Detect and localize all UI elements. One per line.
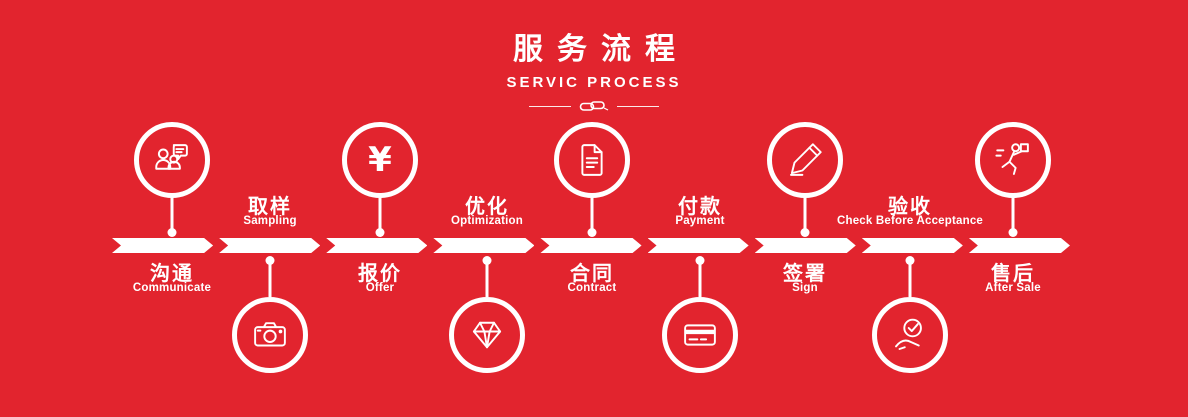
yuan-glyph: ¥ [368,140,392,180]
step-label-en: Contract [567,282,617,294]
divider-line [617,106,659,107]
connector-line [803,196,807,230]
step-label-en: Communicate [132,282,212,294]
timeline-dot [1008,228,1018,237]
arrow-segment [219,238,320,253]
connector-line [170,196,174,230]
timeline-dot [482,256,492,265]
step-label-zh: 售后 [991,263,1035,285]
step-sign: 签署 Sign [705,0,905,417]
step-label-en: After Sale [985,282,1041,294]
arrow-segment [755,238,856,253]
step-label-en: Sign [792,282,818,294]
yuan-icon: ¥ [342,122,418,198]
connector-line [590,196,594,230]
hand-check-icon [872,297,948,373]
step-acceptance: 验收 Check Before Acceptance [810,0,1010,417]
divider-line [529,106,571,107]
timeline-dot [587,228,597,237]
arrow-segment [862,238,963,253]
arrow-segment [540,238,641,253]
process-arrow-band [112,238,1070,253]
step-label-en: Sampling [243,215,297,227]
timeline-dot [905,256,915,265]
arrow-segment [433,238,534,253]
step-label-en: Check Before Acceptance [836,215,984,227]
step-label-en: Optimization [450,215,524,227]
timeline-dot [375,228,385,237]
arrow-segment [969,238,1070,253]
page-subtitle: SERVIC PROCESS [506,74,682,91]
connector-line [698,263,702,297]
step-payment: 付款 Payment [600,0,800,417]
step-label-zh: 签署 [783,263,827,285]
step-label-zh: 付款 [678,196,722,218]
step-communicate: 沟通 Communicate [72,0,272,417]
step-label-zh: 验收 [888,196,932,218]
people-chat-icon [134,122,210,198]
delivery-runner-icon [975,122,1051,198]
page-title: 服务流程 [513,33,689,66]
timeline-dot [265,256,275,265]
diamond-icon [449,297,525,373]
timeline-dot [695,256,705,265]
connector-line [1011,196,1015,230]
step-label-zh: 报价 [358,263,402,285]
banner-header: 服务流程 SERVIC PROCESS [0,24,1188,113]
timeline-dot [800,228,810,237]
step-offer: ¥ 报价 Offer [280,0,480,417]
step-label-en: Offer [365,282,395,294]
step-label-zh: 沟通 [150,263,194,285]
step-contract: 合同 Contract [492,0,692,417]
step-label-zh: 优化 [465,196,509,218]
step-sampling: 取样 Sampling [170,0,370,417]
pencil-icon [767,122,843,198]
arrow-segment [648,238,749,253]
connector-line [378,196,382,230]
connector-line [485,263,489,297]
step-after-sale: 售后 After Sale [913,0,1113,417]
camera-icon [232,297,308,373]
step-optimization: 优化 Optimization [387,0,587,417]
document-icon [554,122,630,198]
connector-line [908,263,912,297]
arrow-segment [112,238,213,253]
chain-link-icon [579,100,609,113]
connector-line [268,263,272,297]
step-label-en: Payment [675,215,725,227]
step-label-zh: 合同 [570,263,614,285]
step-label-zh: 取样 [248,196,292,218]
arrow-segment [326,238,427,253]
credit-card-icon [662,297,738,373]
timeline-dot [167,228,177,237]
title-divider [0,100,1188,113]
